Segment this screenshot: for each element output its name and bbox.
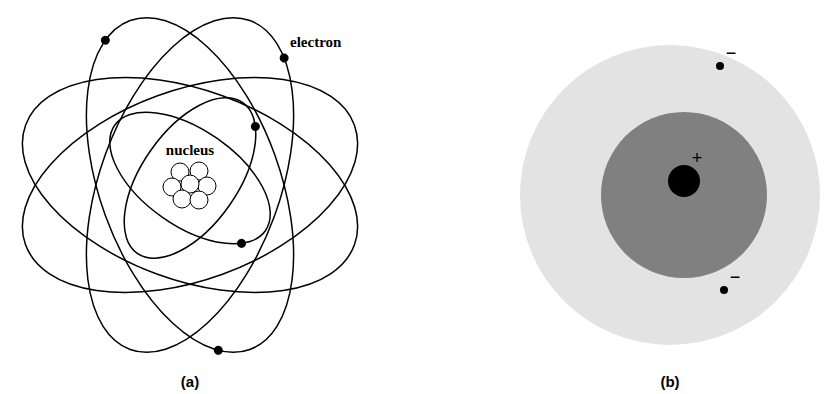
inner-orbit <box>98 75 282 281</box>
electron-dot <box>100 34 112 46</box>
orbit-ellipse <box>46 0 335 380</box>
orbit-ellipse <box>46 0 335 380</box>
electron-dot <box>235 237 248 250</box>
nucleus-dot <box>668 165 700 197</box>
orbits <box>0 0 387 380</box>
outer-orbit <box>0 36 387 334</box>
electron-dot <box>249 120 262 133</box>
nucleus-cluster <box>163 162 216 209</box>
nucleon <box>190 191 208 209</box>
inner-cloud <box>601 112 767 278</box>
electron-dot <box>716 62 724 70</box>
inner-orbit <box>87 86 293 270</box>
electron-dot <box>720 286 728 294</box>
charge-sign: − <box>726 44 737 62</box>
outer-orbit <box>46 0 335 380</box>
orbit-ellipse <box>87 86 293 270</box>
nucleon <box>173 190 191 208</box>
panel-label: (a) <box>181 374 199 389</box>
electron-dot <box>278 52 290 64</box>
orbit-ellipse <box>0 36 387 334</box>
outer-orbit <box>46 0 335 380</box>
charge-sign: − <box>730 268 741 286</box>
part-label: nucleus <box>164 142 216 159</box>
orbit-ellipse <box>98 75 282 281</box>
panel-label: (b) <box>660 374 679 389</box>
charge-sign: + <box>692 149 703 167</box>
electron-dot <box>212 345 224 357</box>
outer-cloud <box>520 45 820 345</box>
outer-orbit <box>0 36 387 334</box>
orbit-ellipse <box>0 36 387 334</box>
part-label: electron <box>290 35 341 50</box>
